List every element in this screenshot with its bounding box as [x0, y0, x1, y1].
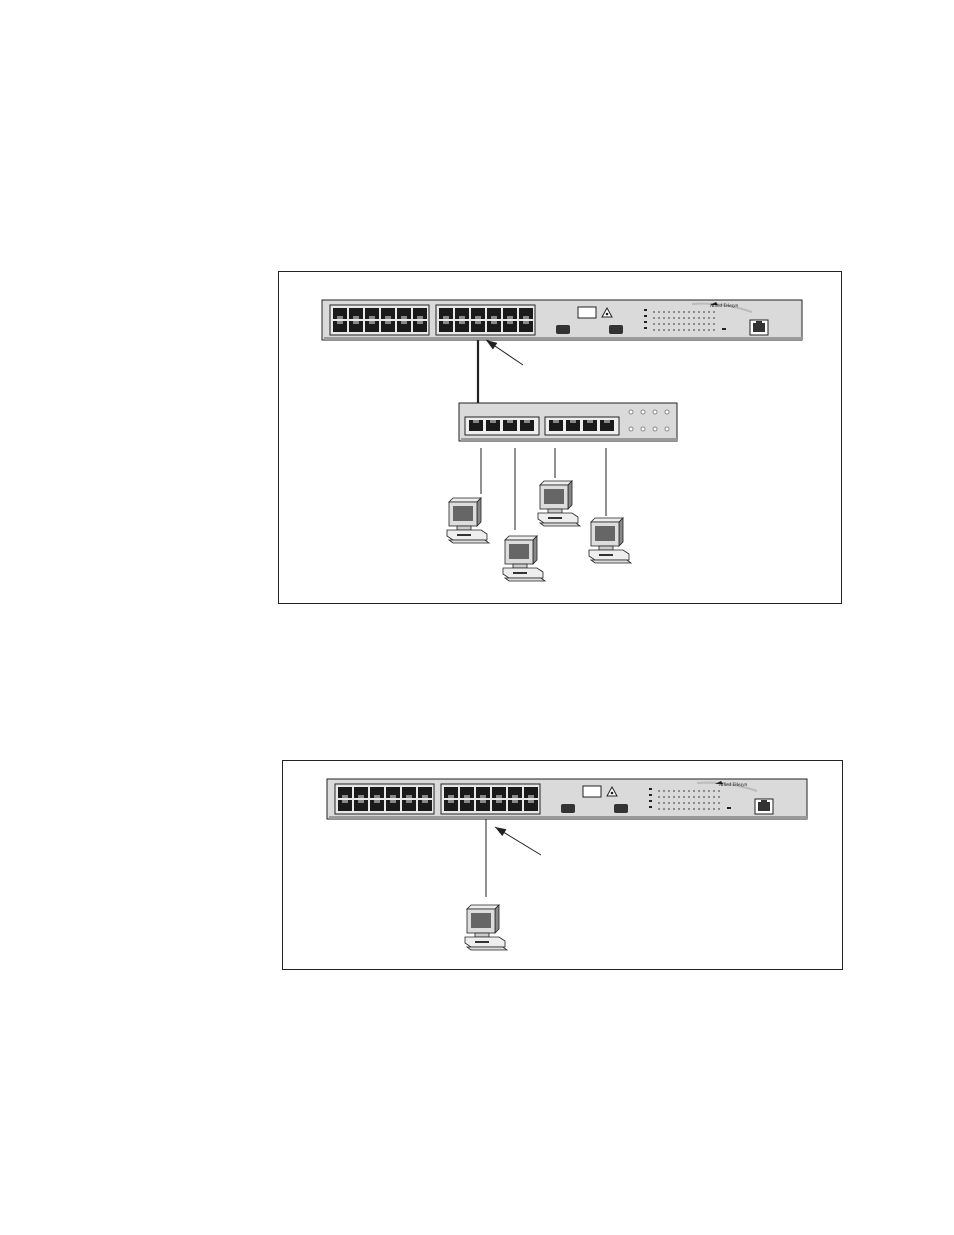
hub-icon	[459, 403, 677, 441]
hub-led	[653, 427, 657, 431]
label-box	[583, 786, 601, 797]
figure-direct-connection: Allied Telesyn	[282, 760, 843, 970]
hub-led	[665, 427, 669, 431]
arrow-icon	[495, 827, 541, 855]
brand-logo-text: Allied Telesyn	[719, 783, 747, 788]
diagram-canvas-2	[283, 761, 844, 971]
keyboard	[449, 540, 489, 543]
arrow-icon	[486, 340, 523, 365]
hub-led	[653, 410, 657, 414]
keyboard	[467, 947, 507, 950]
hub-led	[629, 427, 633, 431]
computer-icon	[589, 518, 631, 563]
hub-led	[629, 410, 633, 414]
gbic-slot	[561, 804, 575, 813]
hub-led	[641, 427, 645, 431]
monitor-screen	[544, 489, 564, 504]
gbic-slot	[556, 325, 570, 334]
figure-hub-connection: Allied Telesyn	[278, 271, 842, 604]
monitor-screen	[595, 526, 615, 541]
monitor-screen	[453, 506, 473, 521]
port-block-right	[441, 784, 540, 814]
computer-icon	[503, 536, 545, 581]
brand-logo-text: Allied Telesyn	[710, 304, 738, 309]
keyboard	[591, 560, 631, 563]
computer-icon	[465, 905, 507, 950]
hub-led	[665, 410, 669, 414]
diagram-canvas-1	[279, 272, 843, 605]
port-block-right	[436, 305, 535, 335]
hub-port-block-right	[545, 417, 619, 435]
computer-icon	[538, 481, 580, 526]
port-block-left	[330, 305, 429, 335]
gbic-slot	[614, 804, 628, 813]
port-block-left	[335, 784, 434, 814]
monitor-screen	[509, 544, 529, 559]
keyboard	[505, 578, 545, 581]
monitor-screen	[471, 913, 491, 928]
label-box	[578, 307, 596, 318]
computer-icon	[447, 498, 489, 543]
hub-port-block-left	[465, 417, 539, 435]
hub-led	[641, 410, 645, 414]
keyboard	[540, 523, 580, 526]
gbic-slot	[609, 325, 623, 334]
